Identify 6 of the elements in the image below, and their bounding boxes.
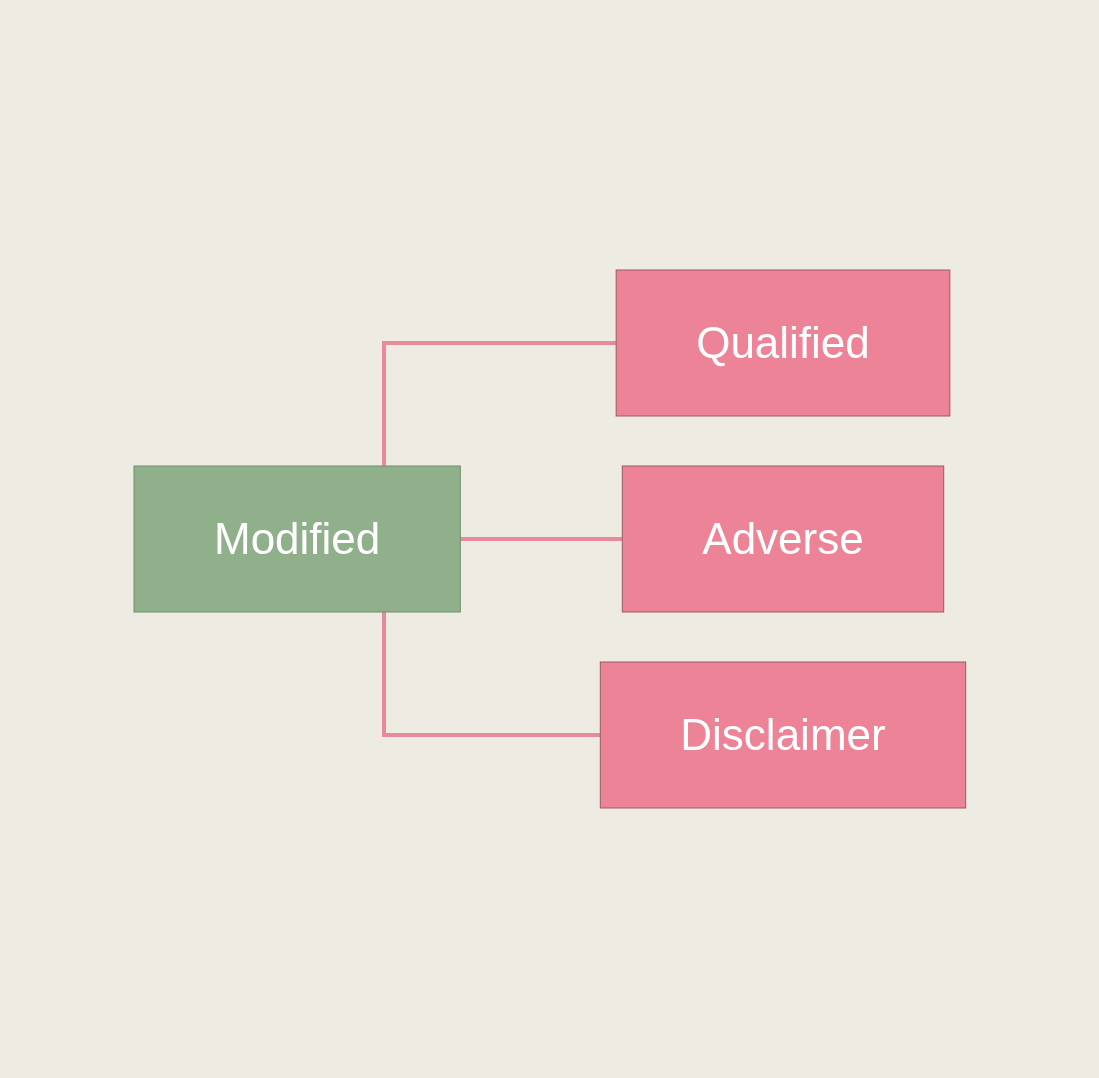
node-box: Disclaimer [599, 661, 966, 809]
node-box: Modified [133, 465, 461, 613]
node-box: Qualified [615, 269, 950, 417]
connector [381, 341, 616, 466]
node-box: Adverse [621, 465, 944, 613]
connector [381, 612, 600, 737]
